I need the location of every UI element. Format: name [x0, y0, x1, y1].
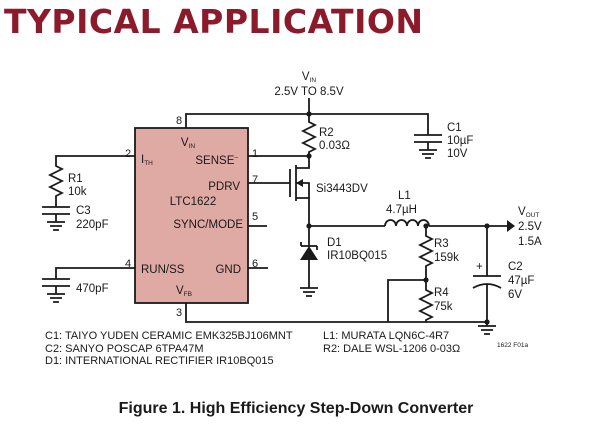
vfb-bottom-wire [185, 303, 487, 323]
r2-ref: R2 [319, 127, 334, 139]
l1-value: 4.7µH [386, 204, 417, 216]
note-item: L1: MURATA LQN6C-4R7 [323, 330, 450, 342]
figure-id: 1622 F01a [497, 342, 528, 349]
junction-dot [484, 319, 490, 325]
ic-body [134, 127, 249, 304]
r3-ref: R3 [434, 238, 449, 250]
r3-value: 159k [434, 252, 459, 264]
pin-number: 5 [252, 211, 258, 223]
css-plates [42, 278, 70, 287]
component-notes-right: L1: MURATA LQN6C-4R7 R2: DALE WSL-1206 0… [323, 330, 460, 355]
pin-label-sense: SENSE– [195, 154, 238, 167]
r4-ref: R4 [434, 287, 449, 299]
pin-label-run-ss: RUN/SS [141, 264, 185, 276]
section-heading: TYPICAL APPLICATION [4, 2, 424, 41]
ic-part-number: LTC1622 [170, 196, 216, 208]
pin-number: 8 [176, 115, 182, 127]
pin-label-vin: VIN [181, 137, 195, 150]
css-value: 470pF [76, 283, 109, 295]
pin-label-pdrv: PDRV [208, 181, 240, 193]
q1-arrow [296, 179, 303, 187]
l1-ref: L1 [398, 190, 411, 202]
d1-part: IR10BQ015 [327, 250, 387, 262]
c2-polarity: + [476, 261, 483, 273]
pin-number: 1 [252, 148, 258, 160]
r4-resistor [417, 280, 435, 322]
pin-number: 2 [125, 148, 131, 160]
c1-ref: C1 [447, 122, 462, 134]
d1-ref: D1 [327, 237, 342, 249]
r1-value: 10k [68, 186, 87, 198]
q1-source-wire [296, 156, 310, 169]
vin-label: VIN [302, 71, 316, 84]
vin-rail-wire [185, 113, 429, 135]
q1-part: Si3443DV [316, 183, 368, 195]
pin-label-sync-mode: SYNC/MODE [173, 219, 243, 231]
ground-symbol [47, 293, 65, 303]
c1-rating: 10V [447, 148, 468, 160]
ground-symbol [478, 325, 496, 335]
l1-inductor [384, 219, 430, 227]
pin-label-ith: ITH [141, 154, 153, 167]
note-item: C1: TAIYO YUDEN CERAMIC EMK325BJ106MNT [45, 330, 293, 342]
q1-drain-wire [296, 197, 310, 226]
d1-body [300, 246, 318, 260]
ground-symbol [419, 149, 437, 159]
pin-number: 4 [125, 258, 131, 270]
d1-cathode-hooks [300, 242, 318, 250]
vout-label: VOUT [518, 206, 539, 219]
note-item: D1: INTERNATIONAL RECTIFIER IR10BQ015 [45, 355, 274, 367]
pin-number: 7 [252, 174, 258, 186]
pin-label-vfb: VFB [176, 285, 192, 298]
ground-symbol [47, 221, 65, 231]
r2-resistor [300, 114, 318, 156]
pin-number: 6 [252, 258, 258, 270]
r2-value: 0.03Ω [319, 140, 350, 152]
c2-rating: 6V [508, 289, 522, 301]
vout-voltage: 2.5V [518, 221, 542, 233]
c3-plates [42, 206, 70, 215]
note-item: R2: DALE WSL-1206 0-03Ω [323, 342, 461, 355]
c3-value: 220pF [76, 219, 109, 231]
c1-value: 10µF [447, 135, 473, 147]
c2-value: 47µF [508, 275, 534, 287]
vout-current: 1.5A [518, 236, 542, 248]
c2-ref: C2 [508, 261, 523, 273]
ground-symbol [300, 287, 318, 297]
r4-value: 75k [434, 301, 453, 313]
r3-resistor [417, 226, 435, 280]
vin-range: 2.5V TO 8.5V [274, 86, 344, 98]
r1-resistor [47, 155, 135, 207]
pin-label-gnd: GND [215, 264, 241, 276]
r1-ref: R1 [68, 173, 83, 185]
c3-ref: C3 [76, 205, 91, 217]
vfb-feedback-wire [387, 279, 426, 322]
vout-arrow [507, 220, 515, 232]
note-item: C2: SANYO POSCAP 6TPA47M [45, 342, 204, 355]
pin-number: 3 [176, 307, 182, 319]
run-ss-wire [55, 267, 135, 279]
figure-caption: Figure 1. High Efficiency Step-Down Conv… [118, 400, 474, 417]
component-notes-left: C1: TAIYO YUDEN CERAMIC EMK325BJ106MNT C… [45, 330, 293, 368]
